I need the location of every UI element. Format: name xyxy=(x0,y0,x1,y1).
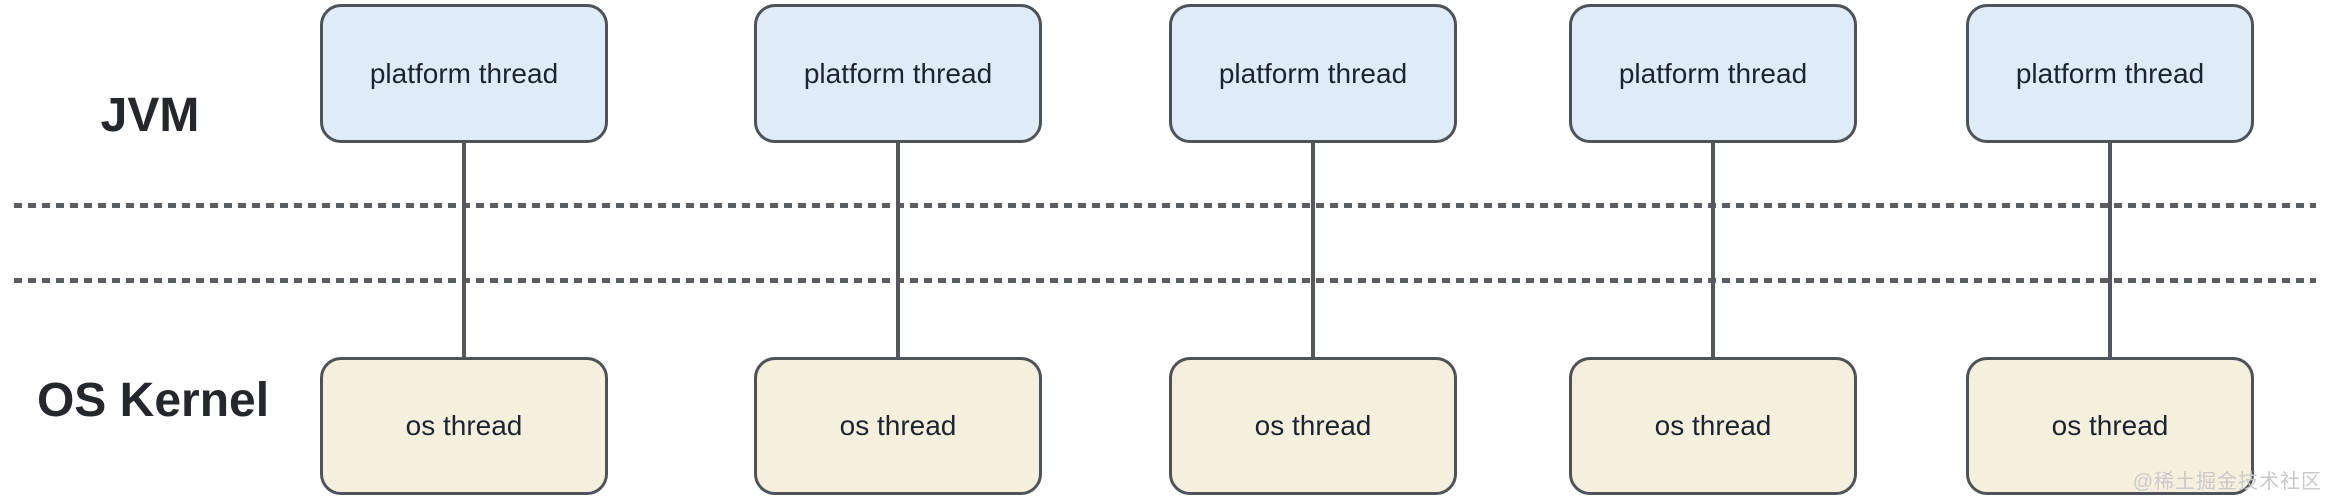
os-thread-label: os thread xyxy=(2051,410,2169,441)
thread-mapping-column: platform thread os thread xyxy=(1966,0,2254,502)
thread-connector-line xyxy=(1711,141,1715,359)
os-thread-box: os thread xyxy=(1966,357,2254,495)
platform-thread-label: platform thread xyxy=(1218,57,1408,89)
os-thread-label: os thread xyxy=(1654,410,1772,441)
os-thread-box: os thread xyxy=(754,357,1042,495)
thread-mapping-column: platform thread os thread xyxy=(1169,0,1457,502)
platform-thread-box: platform thread xyxy=(1569,4,1857,143)
thread-mapping-column: platform thread os thread xyxy=(320,0,608,502)
platform-thread-label: platform thread xyxy=(1618,57,1808,89)
thread-mapping-column: platform thread os thread xyxy=(1569,0,1857,502)
thread-connector-line xyxy=(896,141,900,359)
thread-mapping-column: platform thread os thread xyxy=(754,0,1042,502)
os-thread-box: os thread xyxy=(1169,357,1457,495)
os-thread-label: os thread xyxy=(839,410,957,441)
thread-connector-line xyxy=(1311,141,1315,359)
jvm-os-boundary-dashed-line-bottom xyxy=(14,278,2316,283)
jvm-region-label: JVM xyxy=(100,89,200,142)
os-thread-label: os thread xyxy=(405,410,523,441)
thread-connector-line xyxy=(462,141,466,359)
platform-thread-label: platform thread xyxy=(369,57,559,89)
jvm-os-boundary-dashed-line-top xyxy=(14,203,2316,208)
platform-thread-box: platform thread xyxy=(754,4,1042,143)
watermark: @稀土掘金技术社区 xyxy=(2132,471,2322,493)
platform-thread-box: platform thread xyxy=(1169,4,1457,143)
platform-thread-box: platform thread xyxy=(1966,4,2254,143)
os-thread-box: os thread xyxy=(320,357,608,495)
os-thread-box: os thread xyxy=(1569,357,1857,495)
os-kernel-region-label: OS Kernel xyxy=(36,374,270,427)
os-thread-label: os thread xyxy=(1254,410,1372,441)
thread-connector-line xyxy=(2108,141,2112,359)
platform-thread-label: platform thread xyxy=(803,57,993,89)
platform-thread-label: platform thread xyxy=(2015,57,2205,89)
platform-thread-box: platform thread xyxy=(320,4,608,143)
